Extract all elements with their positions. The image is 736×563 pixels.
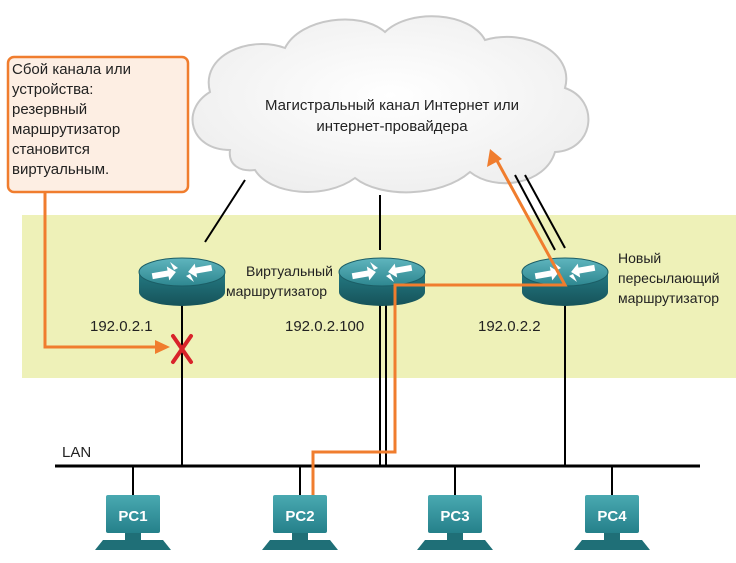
router-3-label-line3: маршрутизатор xyxy=(618,290,719,306)
traffic-path-line xyxy=(311,156,568,495)
router-2-label-line2: маршрутизатор xyxy=(226,283,327,299)
pc-4-label: PC4 xyxy=(597,508,627,525)
router-1-ip: 192.0.2.1 xyxy=(90,318,153,335)
pc-1-label: PC1 xyxy=(118,508,147,525)
wan-links xyxy=(204,174,566,251)
pc-3: PC3 xyxy=(417,495,493,550)
router-1 xyxy=(138,257,226,306)
cloud-label-line1: Магистральный канал Интернет или xyxy=(265,97,519,114)
pc-drops xyxy=(132,466,613,495)
cloud-icon xyxy=(191,15,590,194)
router-2-ip: 192.0.2.100 xyxy=(285,318,364,335)
lan-label: LAN xyxy=(62,444,91,461)
pc-icon: PC2 xyxy=(262,495,338,550)
link-failure-x-icon xyxy=(171,334,193,364)
callout-line-1: Сбой канала или xyxy=(12,61,131,78)
pc-3-label: PC3 xyxy=(440,508,469,525)
callout-line-6: виртуальным. xyxy=(12,161,110,178)
wan-link-r3b xyxy=(524,174,566,249)
failure-callout-text: Сбой канала или устройства: резервный ма… xyxy=(12,60,182,180)
wan-link-r3a xyxy=(514,174,556,251)
callout-connector-line xyxy=(43,192,158,349)
pc-icon: PC3 xyxy=(417,495,493,550)
pc-2: PC2 xyxy=(262,495,338,550)
router-icon xyxy=(138,257,226,306)
wan-link-r1 xyxy=(204,179,246,243)
pc-4: PC4 xyxy=(574,495,650,550)
router-icon xyxy=(338,257,426,306)
pc-icon: PC4 xyxy=(574,495,650,550)
callout-line-4: маршрутизатор xyxy=(12,121,121,138)
router-2-label-line1: Виртуальный xyxy=(246,263,333,279)
router-3-ip: 192.0.2.2 xyxy=(478,318,541,335)
callout-line-2: устройства: xyxy=(12,81,94,98)
callout-arrowhead xyxy=(155,340,170,354)
router-2 xyxy=(338,257,426,306)
lan-uplinks xyxy=(181,300,566,465)
callout-line-3: резервный xyxy=(12,101,88,118)
failure-callout-box xyxy=(6,55,190,194)
pc-1: PC1 xyxy=(95,495,171,550)
traffic-path xyxy=(311,149,568,495)
cloud-label-line2: интернет-провайдера xyxy=(316,118,468,135)
internet-cloud: Магистральный канал Интернет или интерне… xyxy=(191,15,590,194)
traffic-path-arrowhead xyxy=(487,149,502,167)
pc-2-label: PC2 xyxy=(285,508,314,525)
pc-icon: PC1 xyxy=(95,495,171,550)
callout-line-5: становится xyxy=(12,141,90,158)
callout-connector xyxy=(43,192,170,354)
router-3-label-line2: пересылающий xyxy=(618,270,720,286)
router-3-label-line1: Новый xyxy=(618,250,661,266)
